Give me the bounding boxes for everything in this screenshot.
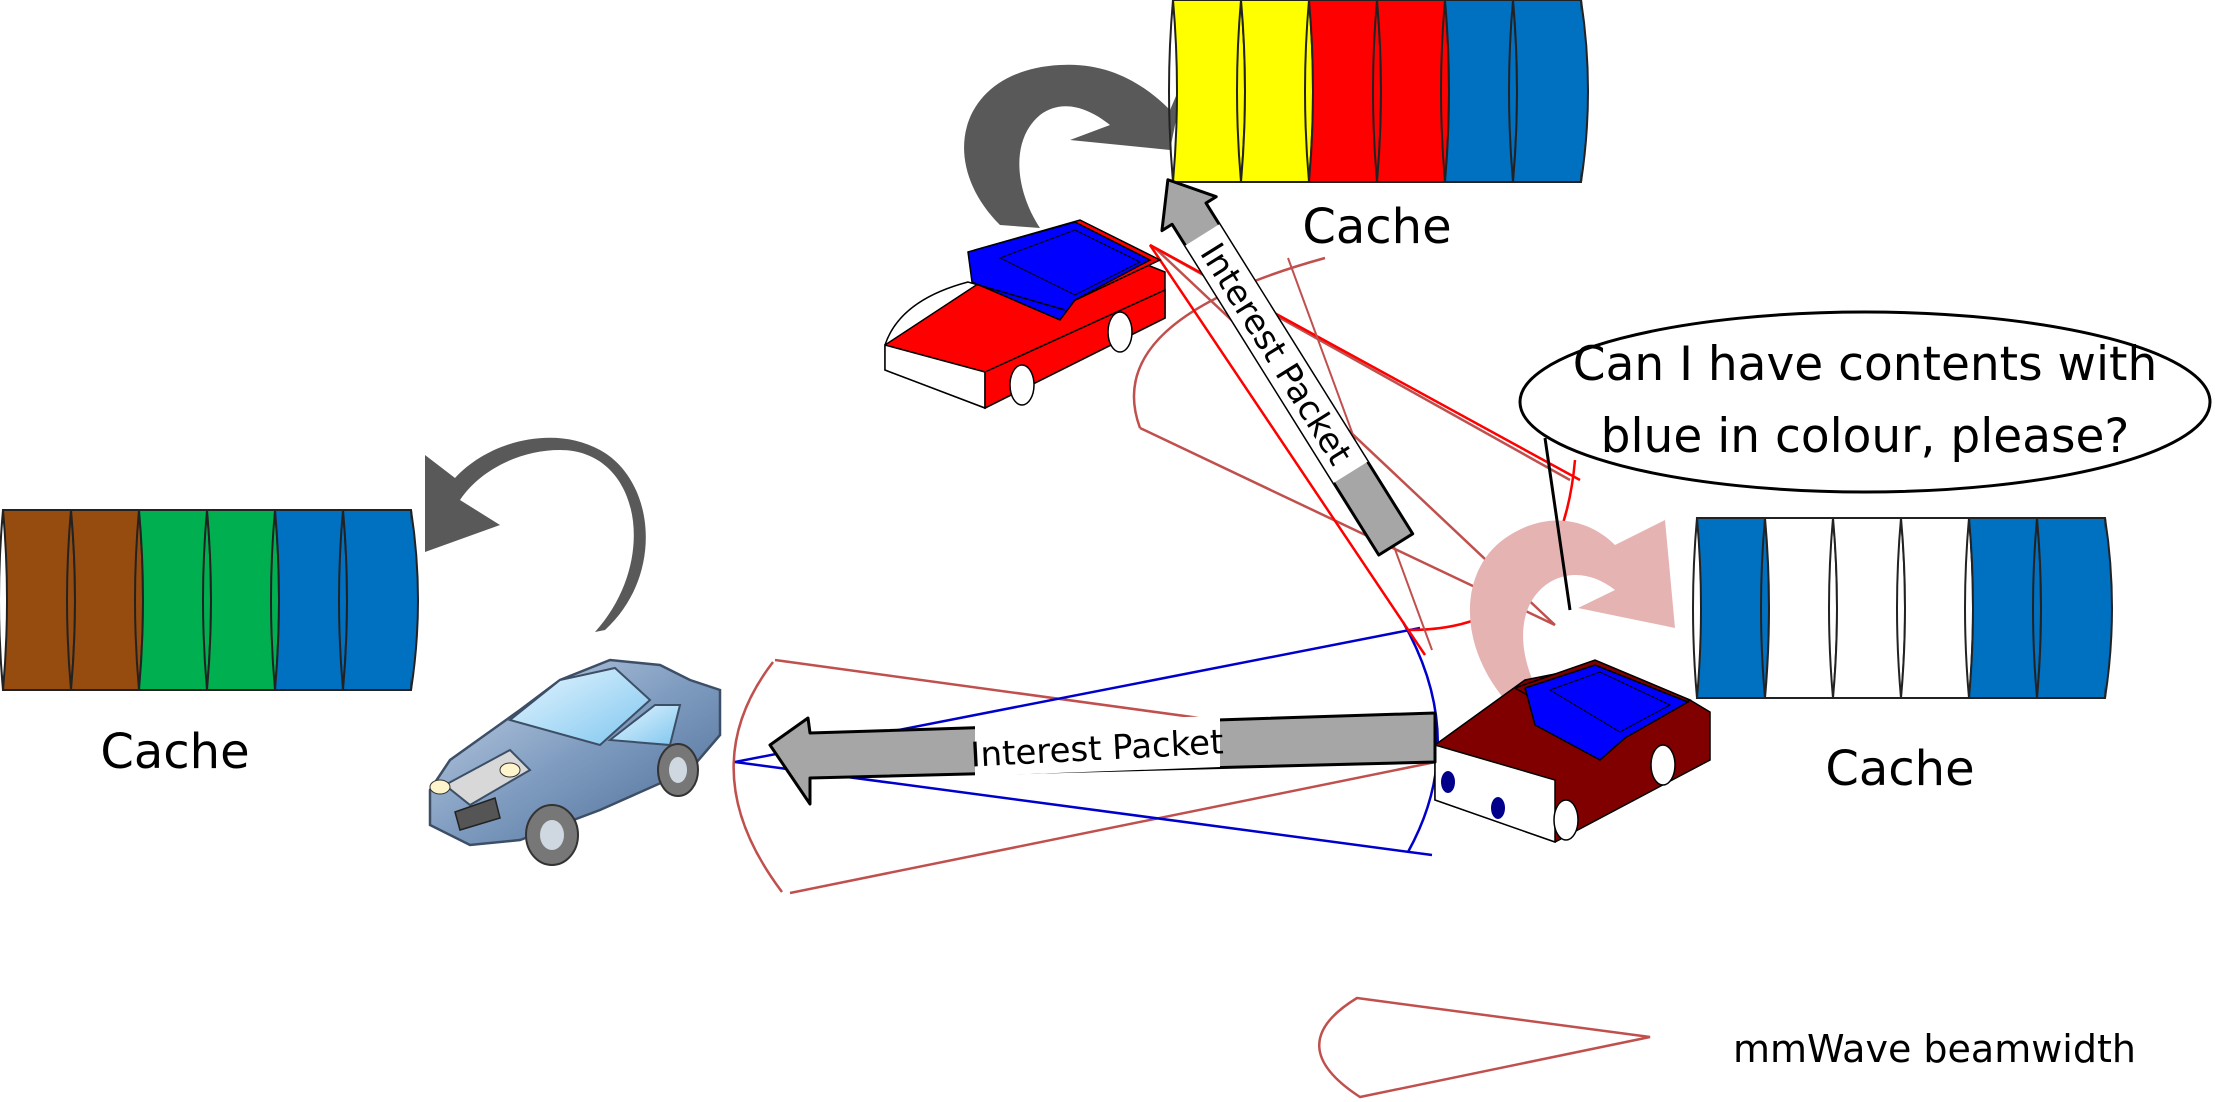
cache-top-block-edge-4 bbox=[1372, 0, 1378, 183]
cache-right-block-5 bbox=[1967, 517, 2042, 699]
cache-left: Cache bbox=[0, 509, 419, 780]
cache-top-block-1 bbox=[1171, 0, 1246, 183]
cache-top-block-4 bbox=[1375, 0, 1450, 183]
cache-left-block-edge-6 bbox=[338, 509, 344, 691]
cache-left-block-edge-1 bbox=[0, 509, 4, 691]
cache-left-block-2 bbox=[69, 509, 144, 691]
speech-bubble-line2: blue in colour, please? bbox=[1601, 409, 2130, 464]
cache-right-block-1 bbox=[1695, 517, 1770, 699]
cache-top-block-edge-3 bbox=[1304, 0, 1310, 183]
speech-bubble: Can I have contents with blue in colour,… bbox=[1518, 310, 2212, 611]
cache-left-end-cap bbox=[410, 509, 419, 691]
beam-horizontal-blue bbox=[734, 621, 1439, 857]
cache-top-label: Cache bbox=[1302, 199, 1451, 255]
cache-left-block-1 bbox=[1, 509, 76, 691]
silver-car bbox=[428, 658, 722, 866]
cache-top-blocks bbox=[1168, 0, 1589, 183]
dark-red-car-front-wheel bbox=[1553, 799, 1579, 841]
cache-left-block-edge-3 bbox=[134, 509, 140, 691]
dark-red-car bbox=[1434, 659, 1711, 844]
red-car-rear-wheel bbox=[1107, 311, 1133, 353]
cache-top-block-edge-6 bbox=[1508, 0, 1514, 183]
red-car bbox=[884, 219, 1166, 410]
cache-right-block-edge-1 bbox=[1692, 517, 1698, 699]
cache-right-block-edge-5 bbox=[1964, 517, 1970, 699]
cache-left-block-3 bbox=[137, 509, 212, 691]
cache-left-block-5 bbox=[273, 509, 348, 691]
cache-left-blocks bbox=[0, 509, 419, 691]
cache-left-label: Cache bbox=[100, 724, 249, 780]
cache-left-block-6 bbox=[341, 509, 416, 691]
cache-top-end-cap bbox=[1580, 0, 1589, 183]
cache-right-blocks bbox=[1692, 517, 2113, 699]
cache-right-block-3 bbox=[1831, 517, 1906, 699]
cache-right-block-4 bbox=[1899, 517, 1974, 699]
cache-top-block-6 bbox=[1511, 0, 1586, 183]
cache-left-block-edge-4 bbox=[202, 509, 208, 691]
cache-left-block-edge-5 bbox=[270, 509, 276, 691]
cache-left-block-edge-2 bbox=[66, 509, 72, 691]
cache-top-block-edge-2 bbox=[1236, 0, 1242, 183]
legend-label: mmWave beamwidth bbox=[1733, 1027, 2136, 1071]
cache-right-block-edge-2 bbox=[1760, 517, 1766, 699]
cache-top-block-3 bbox=[1307, 0, 1382, 183]
interest-packet-diagonal-label: Interest Packet bbox=[1192, 236, 1360, 472]
curved-arrow-top bbox=[964, 64, 1185, 228]
cache-top-block-edge-1 bbox=[1168, 0, 1174, 183]
cache-right-block-edge-4 bbox=[1896, 517, 1902, 699]
legend: mmWave beamwidth bbox=[1318, 996, 2136, 1099]
legend-beam-icon bbox=[1318, 996, 1651, 1099]
dark-red-car-rear-wheel bbox=[1650, 744, 1676, 786]
cache-left-block-4 bbox=[205, 509, 280, 691]
cache-right-block-edge-6 bbox=[2032, 517, 2038, 699]
cache-right-block-2 bbox=[1763, 517, 1838, 699]
cache-right-label: Cache bbox=[1825, 741, 1974, 797]
curved-arrow-left bbox=[425, 437, 646, 632]
curved-arrow-right-faded bbox=[1469, 520, 1675, 700]
mmwave-beams bbox=[732, 243, 1581, 895]
speech-bubble-line1: Can I have contents with bbox=[1573, 337, 2158, 392]
cache-top-block-edge-5 bbox=[1440, 0, 1446, 183]
cache-top: Cache bbox=[1168, 0, 1589, 255]
cache-top-block-2 bbox=[1239, 0, 1314, 183]
cache-right-block-6 bbox=[2035, 517, 2110, 699]
cache-right-block-edge-3 bbox=[1828, 517, 1834, 699]
red-car-front-wheel bbox=[1009, 364, 1035, 406]
cache-right: Cache bbox=[1692, 517, 2113, 797]
cache-right-end-cap bbox=[2104, 517, 2113, 699]
cache-top-block-5 bbox=[1443, 0, 1518, 183]
interest-packet-horizontal: Interest Packet bbox=[768, 711, 1437, 806]
